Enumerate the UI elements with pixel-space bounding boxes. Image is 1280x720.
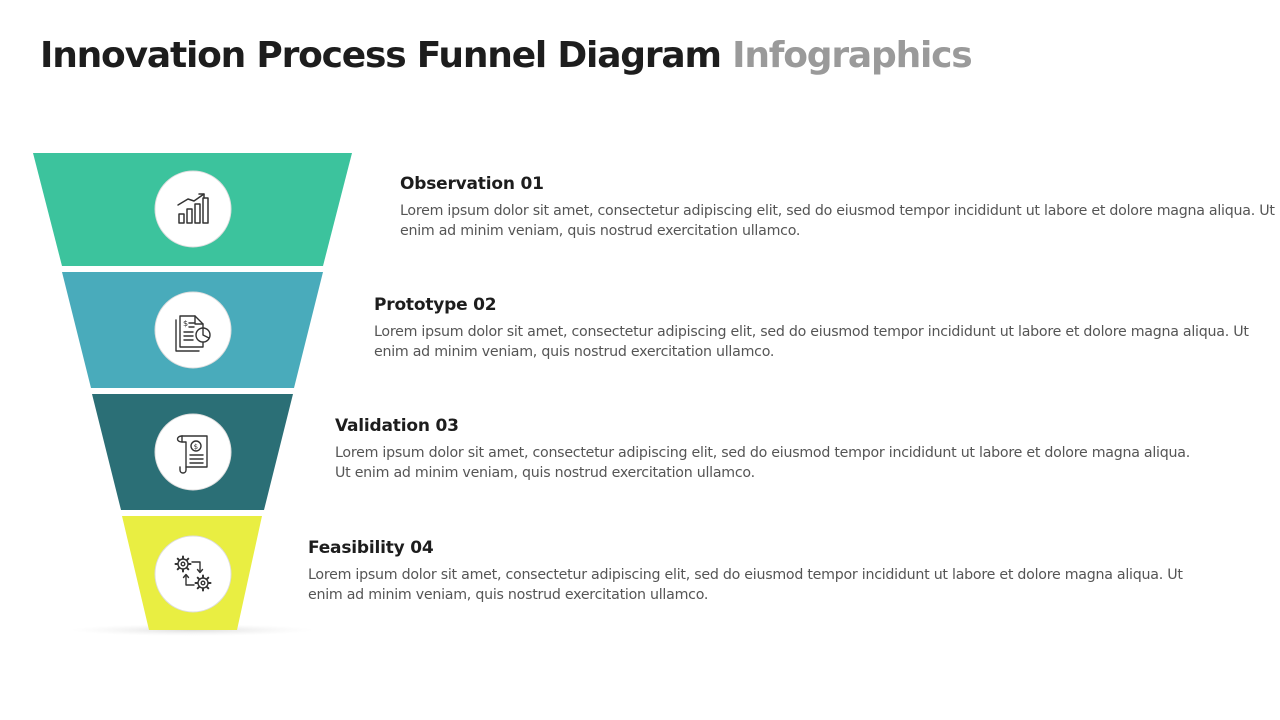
step-title: Feasibility 04 [308,538,1188,558]
step-title: Observation 01 [400,174,1280,194]
stage-1-icon-circle [154,170,232,248]
title-accent: Infographics [732,35,973,76]
step-description: Lorem ipsum dolor sit amet, consectetur … [374,324,1249,360]
invoice-scroll-icon: $ [176,435,208,474]
step-name: Observation [400,174,515,194]
svg-text:$: $ [194,443,198,451]
step-name: Validation [335,416,430,436]
stage-4-icon-circle [154,535,232,613]
step-validation: Validation 03 Lorem ipsum dolor sit amet… [335,416,1205,483]
page-title: Innovation Process Funnel Diagram Infogr… [40,32,973,80]
financial-report-icon: $ [175,315,211,352]
gears-cycle-icon [174,555,212,592]
funnel-diagram: $ $ [0,0,380,720]
step-prototype: Prototype 02 Lorem ipsum dolor sit amet,… [374,295,1254,362]
step-description: Lorem ipsum dolor sit amet, consectetur … [400,203,1275,239]
step-observation: Observation 01 Lorem ipsum dolor sit ame… [400,174,1280,241]
step-number: 02 [473,295,497,315]
step-feasibility: Feasibility 04 Lorem ipsum dolor sit ame… [308,538,1188,605]
funnel-svg: $ $ [33,153,352,636]
title-main: Innovation Process Funnel Diagram [40,35,722,76]
step-description: Lorem ipsum dolor sit amet, consectetur … [308,567,1183,603]
step-number: 04 [410,538,434,558]
step-name: Feasibility [308,538,405,558]
stage-2-icon-circle: $ [154,291,232,369]
step-name: Prototype [374,295,468,315]
stage-3-icon-circle: $ [154,413,232,491]
step-title: Prototype 02 [374,295,1254,315]
bar-chart-growth-icon [177,193,209,224]
svg-text:$: $ [183,319,188,328]
step-number: 03 [435,416,459,436]
step-number: 01 [520,174,544,194]
step-title: Validation 03 [335,416,1205,436]
step-description: Lorem ipsum dolor sit amet, consectetur … [335,445,1190,481]
